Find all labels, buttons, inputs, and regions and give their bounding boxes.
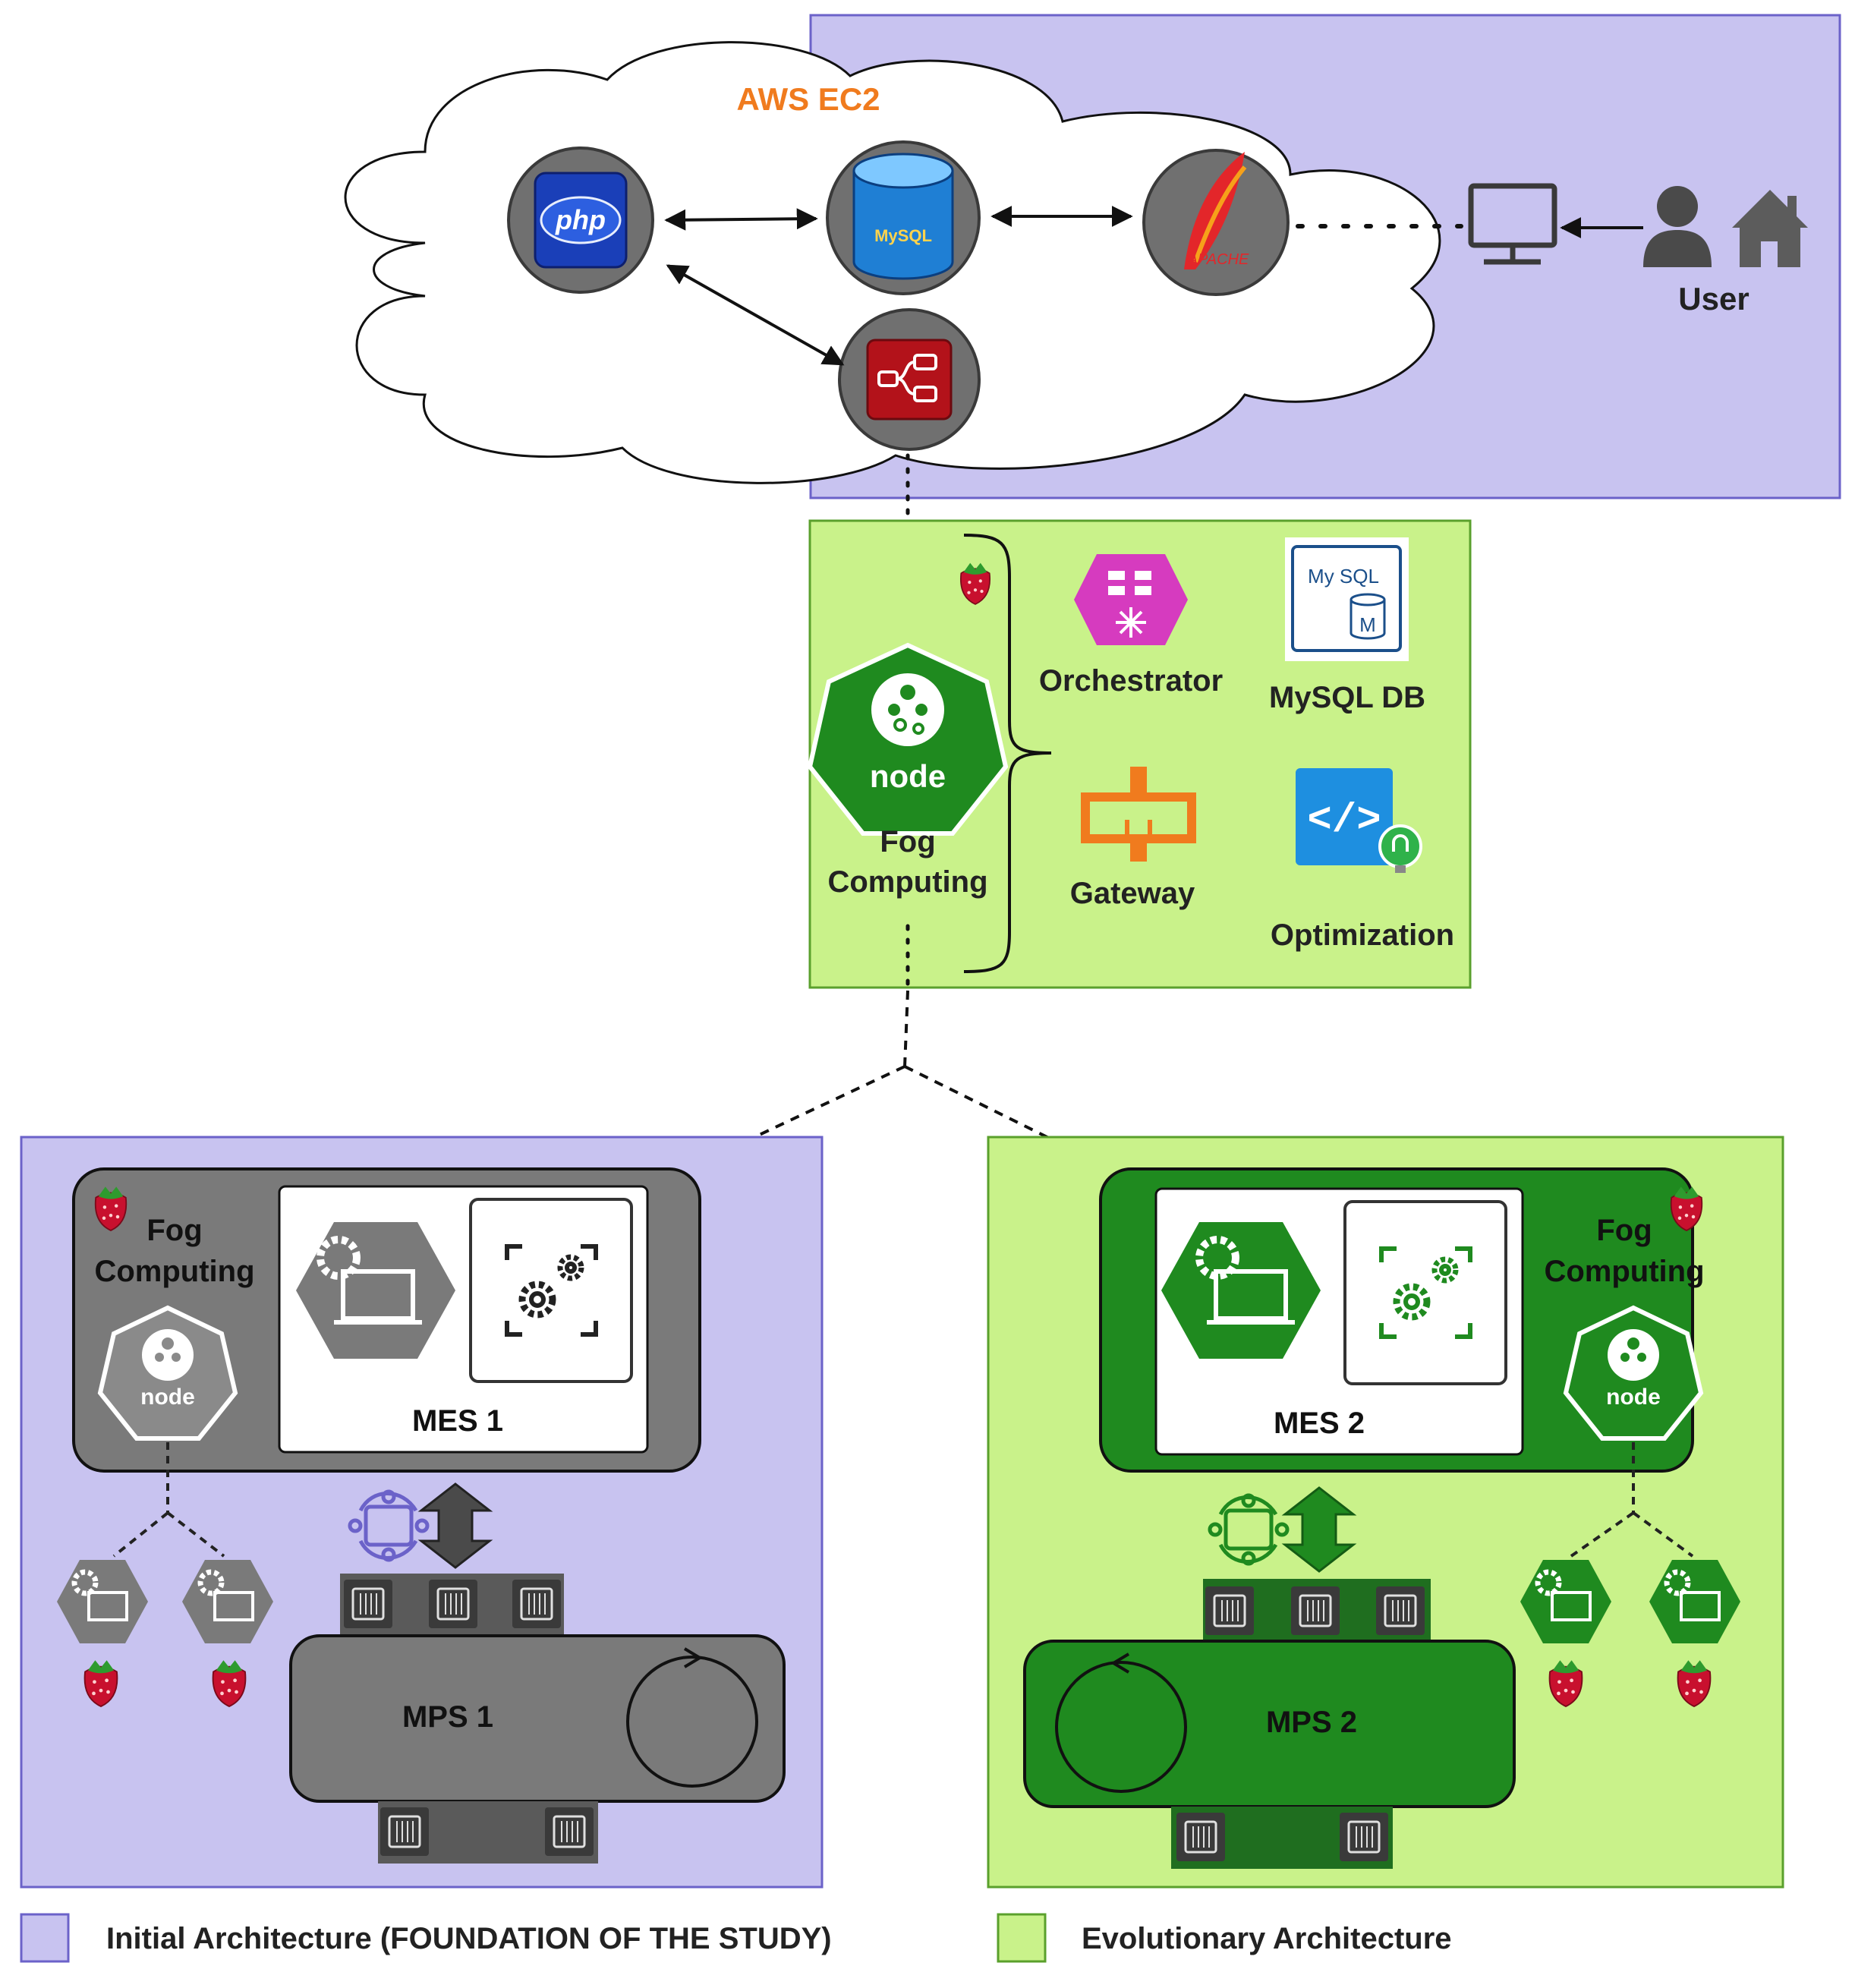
mysql-service: MySQL: [826, 140, 981, 295]
right-device-2-icon: [1649, 1560, 1740, 1643]
right-device-1-icon: [1520, 1560, 1611, 1643]
left-gears-icon: [505, 1244, 598, 1337]
right-mes-computer-icon: [1161, 1222, 1321, 1359]
fog-services-brace: [963, 534, 1052, 973]
user-icon: [1643, 186, 1712, 267]
gateway-icon: [1081, 767, 1196, 862]
gateway-label: Gateway: [1070, 877, 1195, 910]
user-label: User: [1678, 281, 1749, 317]
home-icon: [1732, 190, 1808, 267]
left-mps-cycle-arrowhead: [683, 1647, 703, 1668]
legend-initial-label: Initial Architecture (FOUNDATION OF THE …: [106, 1922, 832, 1955]
left-fog-title-2: Computing: [94, 1255, 254, 1288]
right-mps-cycle-icon: [1055, 1661, 1187, 1793]
right-mes-label: MES 2: [1274, 1407, 1365, 1440]
legend-initial-swatch: [20, 1913, 70, 1963]
left-mps-label: MPS 1: [402, 1700, 493, 1734]
right-fog-title-2: Computing: [1544, 1255, 1704, 1288]
right-mes-mps-arrow: [1281, 1486, 1357, 1573]
legend-evolutionary-label: Evolutionary Architecture: [1082, 1922, 1452, 1955]
orchestrator-label: Orchestrator: [1039, 664, 1223, 698]
apache-service: APACHE: [1142, 149, 1290, 296]
php-logo-text: php: [555, 204, 606, 235]
mysql-db-label: MySQL DB: [1269, 681, 1425, 714]
left-mes-label: MES 1: [412, 1404, 503, 1438]
right-mps-chip-5: [1338, 1811, 1390, 1863]
right-mps-chip-3: [1375, 1585, 1426, 1637]
right-transport-icon: [1208, 1493, 1290, 1566]
monitor-icon: [1468, 183, 1557, 265]
cloud-title: AWS EC2: [736, 81, 880, 117]
php-service: php: [507, 147, 654, 294]
right-node-icon: node: [1563, 1305, 1704, 1441]
legend-evolutionary-swatch: [997, 1913, 1047, 1963]
left-mes-computer-icon: [296, 1222, 455, 1359]
right-node-label: node: [1606, 1385, 1661, 1410]
optimization-label: Optimization: [1271, 918, 1454, 952]
fog-center-node-label: node: [870, 758, 946, 794]
left-node-label: node: [140, 1385, 195, 1410]
left-device-2-icon: [182, 1560, 273, 1643]
fog-center-node-icon: node: [807, 642, 1009, 836]
mysql-db-icon: My SQL M: [1285, 537, 1409, 661]
right-fog-title-1: Fog: [1596, 1214, 1652, 1247]
right-gears-icon: [1379, 1246, 1472, 1339]
php-mysql-arrow: [664, 208, 818, 231]
left-device-1-icon: [57, 1560, 148, 1643]
left-mps-chip-4: [379, 1806, 430, 1857]
mysql-db-logo-m: M: [1359, 613, 1376, 636]
right-mps-chip-4: [1175, 1811, 1227, 1863]
left-mps-cycle-icon: [626, 1656, 758, 1788]
right-mps-chip-1: [1204, 1585, 1255, 1637]
right-node-tree: [1570, 1442, 1694, 1558]
mysql-logo-text: MySQL: [874, 226, 932, 245]
left-node-icon: node: [97, 1305, 238, 1441]
left-mps-chip-1: [342, 1578, 394, 1630]
apache-logo-text: APACHE: [1187, 251, 1249, 268]
right-mps-cycle-arrowhead: [1110, 1652, 1130, 1674]
optimization-icon: </>: [1296, 768, 1422, 873]
left-node-tree: [112, 1442, 225, 1558]
mysql-db-logo-text: My SQL: [1308, 565, 1379, 588]
orchestrator-icon: [1074, 554, 1188, 645]
left-mps-chip-5: [543, 1806, 595, 1857]
left-mes-mps-arrow: [417, 1482, 493, 1569]
svg-text:</>: </>: [1307, 798, 1381, 844]
left-mps-chip-3: [511, 1578, 562, 1630]
right-mps-label: MPS 2: [1266, 1706, 1357, 1739]
php-nodered-arrow: [666, 264, 845, 366]
node-red-service: [838, 308, 981, 451]
fog-center-title-2: Computing: [827, 865, 987, 899]
fog-center-title-1: Fog: [880, 825, 935, 859]
left-transport-icon: [348, 1489, 430, 1562]
left-mps-chip-2: [427, 1578, 479, 1630]
right-mps-chip-2: [1290, 1585, 1341, 1637]
left-fog-title-1: Fog: [146, 1214, 202, 1247]
fog-trunk-dotted: [903, 990, 909, 1067]
